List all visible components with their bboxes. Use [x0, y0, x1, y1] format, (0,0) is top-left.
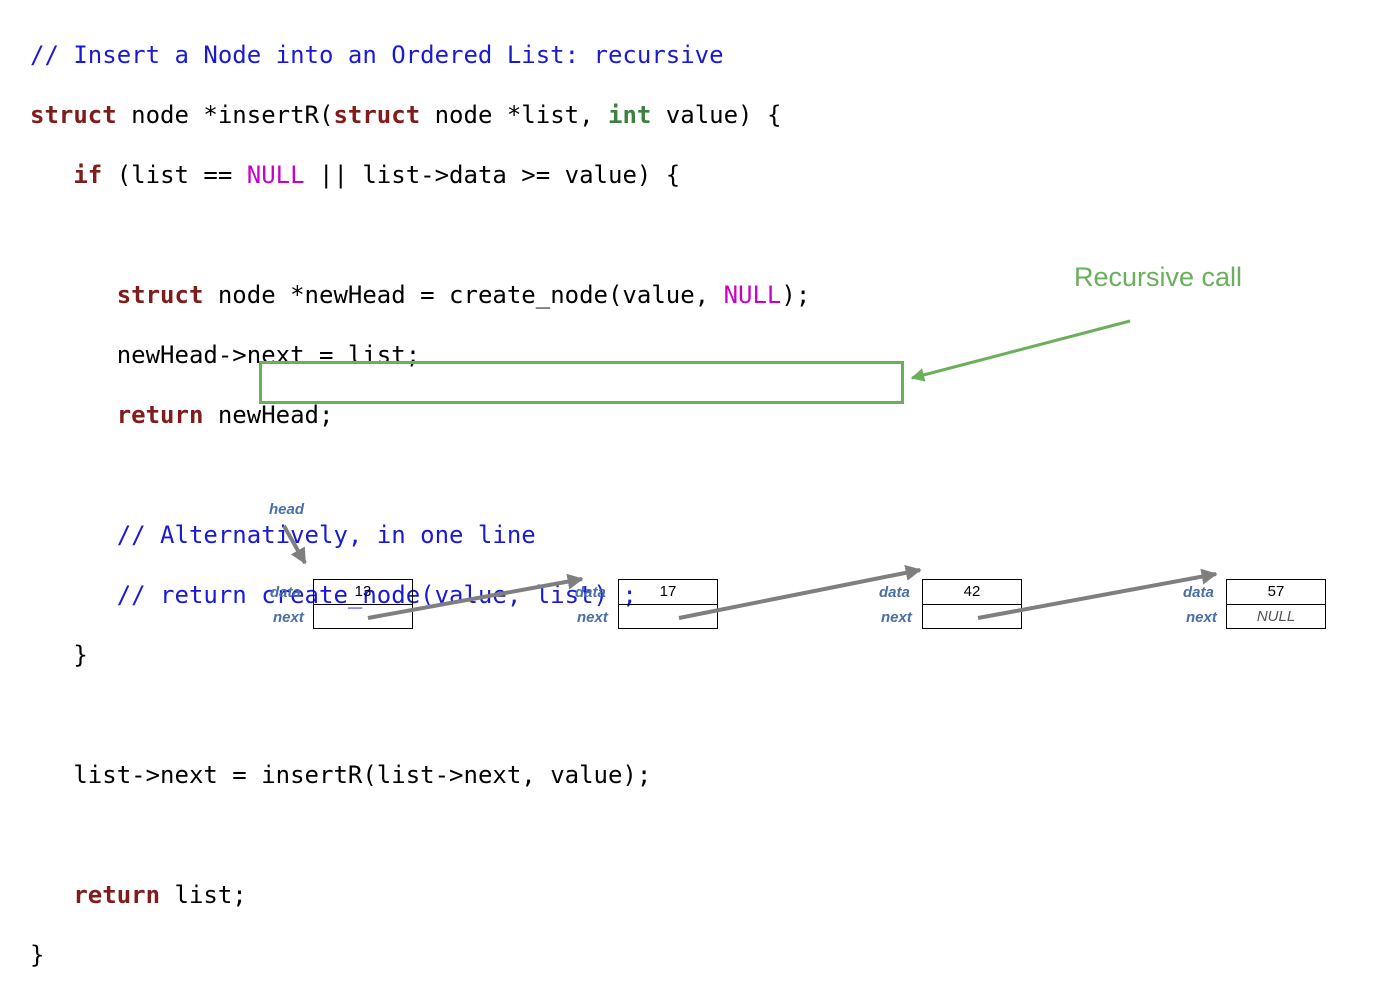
head-label: head [269, 501, 305, 518]
code-text: node *insertR( [116, 101, 334, 129]
code-comment: // Alternatively, in one line [116, 521, 536, 549]
code-text: newHead->next = list; [116, 341, 421, 369]
code-line-assign-next: newHead->next = list; [30, 340, 810, 370]
node-next-label: next [1186, 609, 1217, 626]
code-line-if: if (list == NULL || list->data >= value)… [30, 160, 810, 190]
node-next-label: next [273, 609, 304, 626]
node-data-value: 42 [923, 580, 1021, 605]
keyword-if: if [73, 161, 103, 189]
node-data-value: 57 [1227, 580, 1325, 605]
recursive-call-highlight-box [259, 361, 904, 404]
code-line-signature: struct node *insertR(struct node *list, … [30, 100, 810, 130]
list-node: 17 [618, 579, 718, 629]
code-line-recursive: list->next = insertR(list->next, value); [30, 760, 810, 790]
recursive-call-annotation: Recursive call [1074, 262, 1243, 292]
keyword-struct: struct [116, 281, 204, 309]
node-next-label: next [577, 609, 608, 626]
code-line-create-node: struct node *newHead = create_node(value… [30, 280, 811, 310]
code-text: || list->data >= value) { [304, 161, 681, 189]
node-data-label: data [879, 584, 910, 601]
next-pointer-arrow [678, 564, 922, 620]
list-node: 13 [313, 579, 413, 629]
code-blank-line [30, 700, 810, 730]
node-data-label: data [1183, 584, 1214, 601]
annotation-arrow [910, 319, 1131, 382]
node-next-value: NULL [1256, 608, 1296, 625]
keyword-null: NULL [246, 161, 305, 189]
keyword-int: int [608, 101, 652, 129]
list-node: 42 [922, 579, 1022, 629]
code-text: ); [781, 281, 811, 309]
keyword-null: NULL [723, 281, 782, 309]
code-text: list->next = [73, 761, 262, 789]
node-data-label: data [270, 584, 301, 601]
node-data-value: 13 [314, 580, 412, 605]
code-text: node *newHead = create_node(value, [203, 281, 724, 309]
next-pointer-arrow [367, 573, 584, 620]
recursive-call-expression: insertR(list->next, value); [261, 761, 652, 789]
keyword-struct: struct [30, 101, 117, 129]
code-line-return-newhead: return newHead; [30, 400, 810, 430]
diagram-arrows [282, 319, 1218, 620]
head-pointer-arrow [282, 525, 307, 565]
list-node: 57 NULL [1226, 579, 1326, 629]
next-pointer-arrow [977, 568, 1218, 620]
code-text: newHead; [203, 401, 334, 429]
code-text: (list == [102, 161, 247, 189]
code-text: node *list, [420, 101, 608, 129]
keyword-return: return [73, 881, 161, 909]
code-line-close-function: } [30, 940, 810, 970]
code-text: value) { [651, 101, 782, 129]
code-line-return-list: return list; [30, 880, 810, 910]
keyword-return: return [116, 401, 204, 429]
code-blank-line [30, 820, 810, 850]
keyword-struct: struct [333, 101, 421, 129]
code-comment-title: // Insert a Node into an Ordered List: r… [30, 41, 724, 69]
node-data-value: 17 [619, 580, 717, 605]
code-text: list; [160, 881, 247, 909]
code-line-comment-alt1: // Alternatively, in one line [30, 520, 810, 550]
code-text: } [30, 941, 45, 969]
node-next-label: next [881, 609, 912, 626]
